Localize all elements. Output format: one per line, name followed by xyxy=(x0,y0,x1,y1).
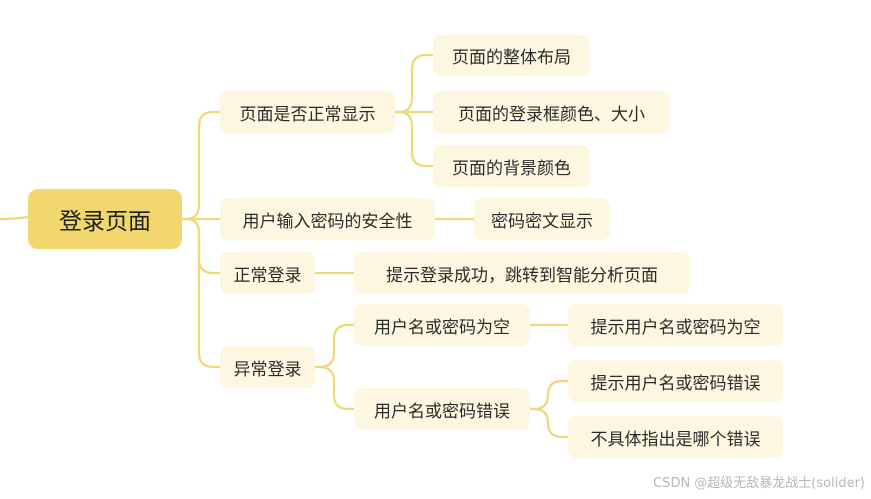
connector-branch-4-to-sub-1 xyxy=(313,323,356,369)
branch-normal-login[interactable]: 正常登录 xyxy=(220,252,315,294)
leaf-prompt-empty[interactable]: 提示用户名或密码为空 xyxy=(568,304,783,346)
connector-sub-2-to-leaf-1 xyxy=(528,379,570,411)
branch-password-security[interactable]: 用户输入密码的安全性 xyxy=(220,198,435,240)
sub-branch-empty-credentials[interactable]: 用户名或密码为空 xyxy=(354,304,530,346)
leaf-login-box-color-size[interactable]: 页面的登录框颜色、大小 xyxy=(433,91,670,133)
leaf-overall-layout[interactable]: 页面的整体布局 xyxy=(433,34,590,76)
branch-page-display[interactable]: 页面是否正常显示 xyxy=(220,91,395,133)
connector-sub-2-to-leaf-2 xyxy=(528,407,570,439)
leaf-prompt-wrong[interactable]: 提示用户名或密码错误 xyxy=(568,360,783,402)
connector-root-to-branch-4 xyxy=(180,217,222,369)
mindmap-root-node[interactable]: 登录页面 xyxy=(28,189,182,249)
leaf-password-masked[interactable]: 密码密文显示 xyxy=(474,198,610,240)
leaf-no-specific-error[interactable]: 不具体指出是哪个错误 xyxy=(568,416,783,458)
sub-branch-wrong-credentials[interactable]: 用户名或密码错误 xyxy=(354,388,530,430)
connector-branch-1-to-leaf-3 xyxy=(393,110,435,168)
watermark-text: CSDN @超级无敌暴龙战士(solider) xyxy=(653,476,865,491)
connector-branch-4-to-sub-2 xyxy=(313,365,356,411)
leaf-login-success-redirect[interactable]: 提示登录成功，跳转到智能分析页面 xyxy=(354,252,690,294)
connector-root-to-branch-1 xyxy=(180,110,222,221)
connector-branch-1-to-leaf-1 xyxy=(393,53,435,114)
leaf-background-color[interactable]: 页面的背景颜色 xyxy=(433,145,590,187)
connector-root-stub xyxy=(0,215,30,221)
connector-root-to-branch-3 xyxy=(180,217,222,275)
branch-abnormal-login[interactable]: 异常登录 xyxy=(220,346,315,388)
